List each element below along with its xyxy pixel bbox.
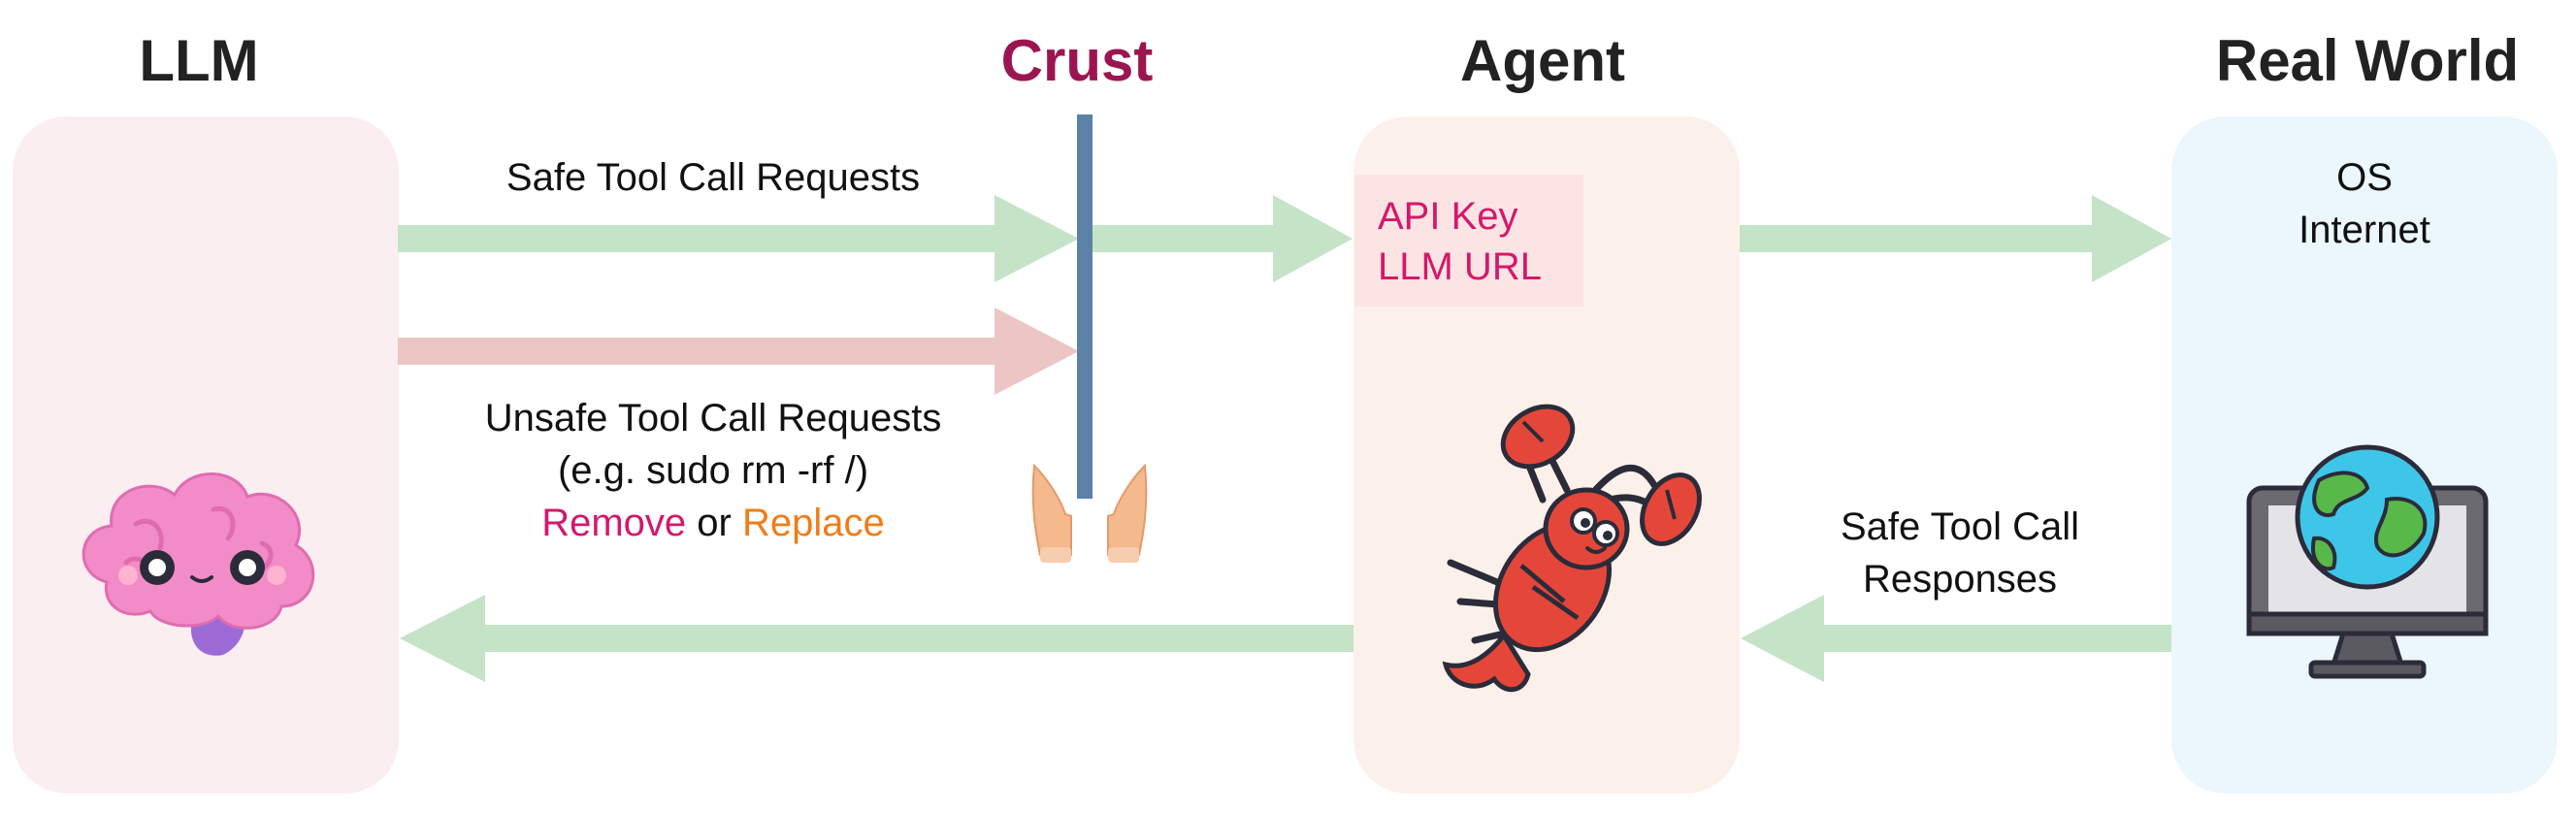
unsafe-requests-line1: Unsafe Tool Call Requests [484, 397, 942, 439]
response-arrow-agent-to-llm [400, 595, 1353, 682]
os-label: OS [2336, 156, 2393, 199]
llm-panel [13, 116, 399, 794]
safe-responses-label: Safe Tool Call Responses [1776, 501, 2144, 605]
agent-secrets-box: API Key LLM URL [1354, 175, 1583, 307]
brain-icon [82, 472, 315, 656]
crust-filter-bar [1077, 114, 1092, 499]
safe-request-arrow-agent-to-real-world [1740, 195, 2171, 282]
real-world-items: OS Internet [2171, 151, 2558, 256]
safe-requests-label: Safe Tool Call Requests [505, 156, 921, 199]
or-label: or [697, 502, 732, 544]
safe-responses-line1: Safe Tool Call [1840, 505, 2080, 548]
llm-title: LLM [139, 28, 259, 93]
unsafe-requests-example: (e.g. sudo rm -rf /) [557, 449, 869, 492]
safe-responses-line2: Responses [1862, 558, 2058, 601]
crust-title: Crust [1000, 28, 1154, 93]
computer-globe-icon [2246, 444, 2489, 679]
llm-url-label: LLM URL [1378, 245, 1542, 288]
api-key-label: API Key [1378, 195, 1518, 238]
remove-or-replace-line: Remove or Replace [441, 497, 985, 549]
agent-title: Agent [1460, 28, 1625, 93]
response-arrow-real-world-to-agent [1741, 595, 2171, 682]
internet-label: Internet [2299, 209, 2430, 251]
safe-request-arrow-crust-to-agent [1092, 195, 1353, 282]
unsafe-requests-label: Unsafe Tool Call Requests (e.g. sudo rm … [441, 392, 985, 549]
unsafe-request-arrow [398, 308, 1079, 395]
replace-label: Replace [742, 502, 885, 544]
open-hands-icon [1031, 463, 1148, 563]
lobster-icon [1442, 404, 1702, 693]
safe-request-arrow-llm-to-crust [398, 195, 1079, 282]
real-world-title: Real World [2215, 28, 2520, 93]
remove-label: Remove [541, 502, 687, 544]
